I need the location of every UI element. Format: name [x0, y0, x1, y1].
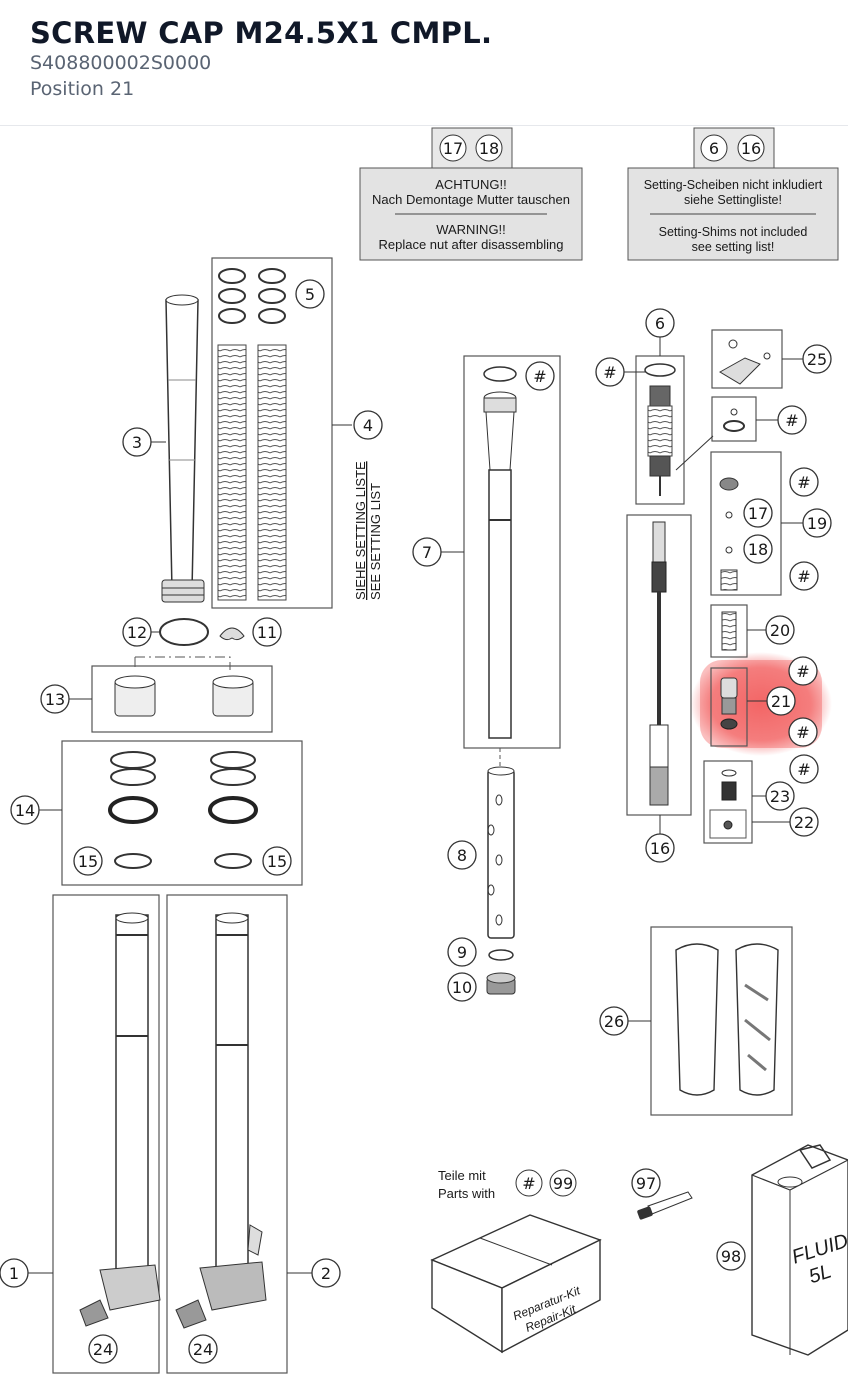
shims-en-line2: see setting list!: [692, 240, 775, 254]
callout-3[interactable]: 3: [132, 433, 142, 452]
setting-list-en: SEE SETTING LIST: [368, 483, 383, 600]
callout-18[interactable]: 18: [748, 540, 768, 559]
outer-tube-part[interactable]: [161, 294, 205, 603]
bushings-part[interactable]: [91, 665, 273, 733]
callout-8[interactable]: 8: [457, 846, 467, 865]
callout-circles: [0, 279, 832, 1364]
callout-hash-21-bottom[interactable]: #: [796, 723, 809, 742]
callout-hash-oring[interactable]: #: [785, 411, 798, 430]
callout-hash-kit: #: [522, 1174, 535, 1193]
callout-16[interactable]: 16: [650, 839, 670, 858]
clip-parts[interactable]: [159, 618, 245, 646]
callout-15-left[interactable]: 15: [78, 852, 98, 871]
callout-24-left[interactable]: 24: [93, 1340, 113, 1359]
repair-kit-line1: Teile mit: [438, 1168, 486, 1183]
notice-en-text: Replace nut after disassembling: [379, 237, 564, 252]
setting-list-de: SIEHE SETTING LISTE: [353, 461, 368, 600]
grease-tube-part[interactable]: [637, 1191, 693, 1220]
callout-6[interactable]: 6: [655, 314, 665, 333]
valve-19-part[interactable]: [710, 451, 782, 596]
page-header: SCREW CAP M24.5X1 CMPL. S408800002S0000 …: [0, 0, 848, 126]
callout-23[interactable]: 23: [770, 787, 790, 806]
callout-13[interactable]: 13: [45, 690, 65, 709]
callout-22[interactable]: 22: [794, 813, 814, 832]
spring-set-part[interactable]: [211, 257, 333, 609]
callout-14[interactable]: 14: [15, 801, 35, 820]
callout-97[interactable]: 97: [636, 1174, 656, 1193]
notice-shims: 6 16 Setting-Scheiben nicht inkludiert s…: [627, 127, 839, 261]
seals-part[interactable]: [61, 740, 303, 886]
callout-labels: 1 2 3 4 5 6 7 8 9 10 11 12 13 14 15 15 1…: [9, 285, 827, 1359]
screw-cap-21-part[interactable]: [710, 667, 748, 747]
callout-17-notice: 17: [443, 139, 463, 158]
damper-rod-part[interactable]: [626, 514, 692, 816]
callout-4[interactable]: 4: [363, 416, 373, 435]
callout-26[interactable]: 26: [604, 1012, 624, 1031]
o-ring-kit-part[interactable]: [711, 396, 757, 442]
fluid-can-part[interactable]: FLUID 5L: [751, 1144, 848, 1356]
callout-18-notice: 18: [479, 139, 499, 158]
repair-kit-part[interactable]: Teile mit Parts with # 99 Reparatur-Kit …: [430, 1168, 602, 1354]
callout-16-notice: 16: [741, 139, 761, 158]
callout-25[interactable]: 25: [807, 350, 827, 369]
callout-hash-19-top[interactable]: #: [797, 473, 810, 492]
shims-en-line1: Setting-Shims not included: [659, 225, 808, 239]
callout-21[interactable]: 21: [771, 692, 791, 711]
callout-98[interactable]: 98: [721, 1247, 741, 1266]
callout-19[interactable]: 19: [807, 514, 827, 533]
valve-23-part[interactable]: [703, 760, 753, 844]
callout-11[interactable]: 11: [257, 623, 277, 642]
callout-99: 99: [553, 1174, 573, 1193]
callout-15-right[interactable]: 15: [267, 852, 287, 871]
valve-20-part[interactable]: [710, 604, 748, 658]
inner-tube-part[interactable]: [463, 355, 561, 749]
callout-5[interactable]: 5: [305, 285, 315, 304]
notice-en-title: WARNING!!: [436, 222, 506, 237]
callout-1[interactable]: 1: [9, 1264, 19, 1283]
fork-leg-left-part[interactable]: [52, 894, 161, 1374]
kit-25-part[interactable]: [711, 329, 783, 389]
part-number: S408800002S0000: [30, 52, 212, 74]
fork-guard-part[interactable]: [650, 926, 793, 1116]
callout-hash-23[interactable]: #: [797, 760, 810, 779]
callout-12[interactable]: 12: [127, 623, 147, 642]
repair-kit-line2: Parts with: [438, 1186, 495, 1201]
callout-hash-19-bottom[interactable]: #: [797, 567, 810, 586]
notice-nut: 17 18 ACHTUNG!! Nach Demontage Mutter ta…: [359, 127, 583, 261]
callout-hash-7[interactable]: #: [533, 367, 546, 386]
shims-de-line2: siehe Settingliste!: [684, 193, 782, 207]
notice-de-title: ACHTUNG!!: [435, 177, 507, 192]
callout-10[interactable]: 10: [452, 978, 472, 997]
shims-de-line1: Setting-Scheiben nicht inkludiert: [644, 178, 823, 192]
notice-de-text: Nach Demontage Mutter tauschen: [372, 192, 570, 207]
damper-cartridge-part[interactable]: [635, 355, 685, 505]
callout-24-right[interactable]: 24: [193, 1340, 213, 1359]
callout-6-notice: 6: [709, 139, 719, 158]
callout-hash-6[interactable]: #: [603, 363, 616, 382]
part-title: SCREW CAP M24.5X1 CMPL.: [30, 16, 493, 50]
callout-17[interactable]: 17: [748, 504, 768, 523]
callout-20[interactable]: 20: [770, 621, 790, 640]
leader-lines: [28, 337, 803, 1274]
fork-leg-right-part[interactable]: [166, 894, 288, 1374]
callout-7[interactable]: 7: [422, 543, 432, 562]
callout-9[interactable]: 9: [457, 943, 467, 962]
callout-hash-21-top[interactable]: #: [796, 662, 809, 681]
exploded-view-diagram: 17 18 ACHTUNG!! Nach Demontage Mutter ta…: [0, 127, 848, 1390]
damper-tube-part[interactable]: [486, 766, 516, 995]
callout-2[interactable]: 2: [321, 1264, 331, 1283]
position-label: Position 21: [30, 78, 135, 100]
